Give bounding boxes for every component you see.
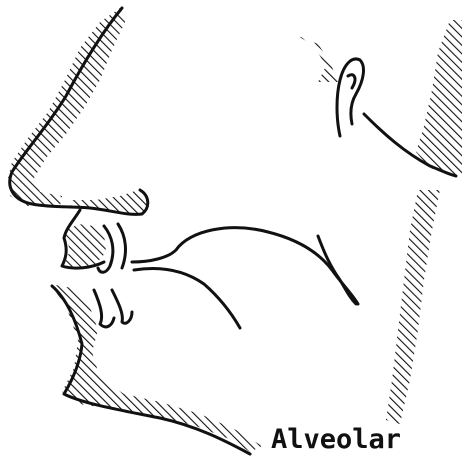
nose-shading [8, 8, 126, 206]
diagram-label: Alveolar [271, 426, 401, 453]
neck-shading [386, 20, 462, 424]
chin-shading [50, 284, 262, 452]
ear-shading [298, 36, 338, 82]
lower-teeth [94, 290, 132, 327]
upper-lip-shading [64, 224, 106, 268]
ear-outline [337, 59, 363, 136]
tongue-outline [132, 228, 358, 304]
ear-inner [348, 75, 355, 88]
tongue-underside [134, 269, 240, 328]
